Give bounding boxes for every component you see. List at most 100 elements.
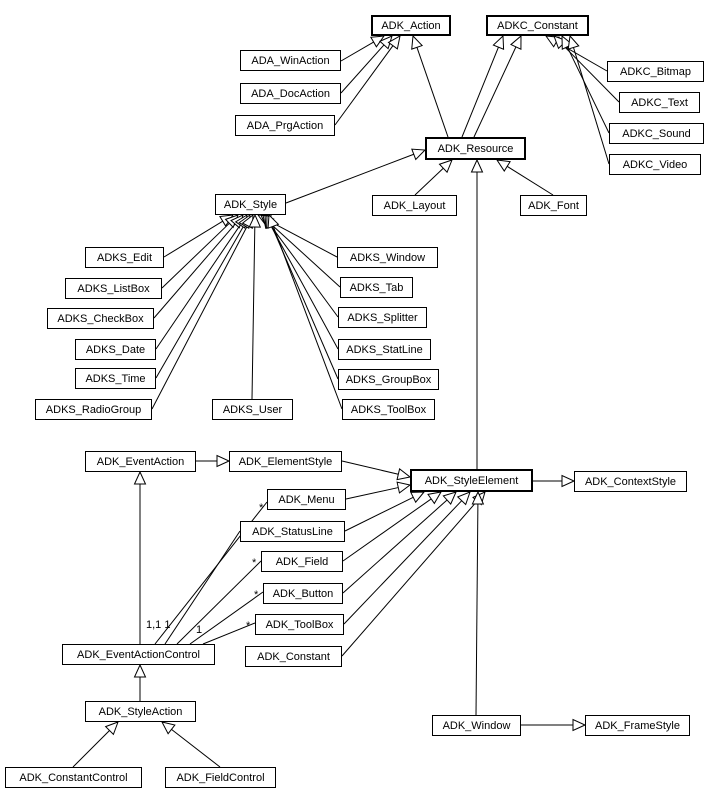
class-box-adk_layout: ADK_Layout (372, 195, 457, 216)
class-box-adk_style: ADK_Style (215, 194, 286, 215)
generalization-arrowhead-adkc_sound-to-adkc_constant (561, 34, 574, 50)
generalization-edge-adks_listbox-to-adk_style (161, 222, 230, 289)
generalization-arrowhead-adks_toolbox-to-adk_style (267, 213, 280, 229)
generalization-edge-ada_docaction-to-adk_action (340, 44, 385, 94)
class-name-label: ADK_Button (272, 587, 334, 600)
class-box-adk_styleaction: ADK_StyleAction (85, 701, 196, 722)
class-box-adk_styleelement: ADK_StyleElement (410, 469, 533, 492)
generalization-edge-adks_checkbox-to-adk_style (153, 223, 236, 319)
class-box-ada_prgaction: ADA_PrgAction (235, 115, 335, 136)
generalization-edge-adks_groupbox-to-adk_style (271, 225, 339, 380)
generalization-arrowhead-adk_eventaction-to-adk_elementstyle (216, 454, 231, 468)
class-box-adks_checkbox: ADKS_CheckBox (47, 308, 154, 329)
class-name-label: ADK_Menu (278, 493, 335, 506)
generalization-edge-ada_winaction-to-adk_action (340, 41, 374, 62)
class-name-label: ADK_Constant (257, 650, 330, 663)
association-edge-adk_eventactioncontrol-to-adk_button (189, 591, 264, 645)
class-box-adks_window: ADKS_Window (337, 247, 438, 268)
class-box-adk_button: ADK_Button (263, 583, 343, 604)
class-box-adk_constant2: ADK_Constant (245, 646, 342, 667)
class-name-label: ADK_StatusLine (252, 525, 333, 538)
class-box-adk_contextstyle: ADK_ContextStyle (574, 471, 687, 492)
generalization-edge-adk_button-to-adk_styleelement (342, 499, 448, 594)
class-box-adks_toolbox: ADKS_ToolBox (342, 399, 435, 420)
class-name-label: ADKC_Text (631, 96, 688, 109)
generalization-arrowhead-adk_constantcontrol-to-adk_styleaction (104, 721, 119, 736)
class-name-label: ADK_Window (442, 719, 511, 732)
generalization-edge-adks_splitter-to-adk_style (269, 224, 339, 318)
generalization-edge-adk_resource-to-adkc_constant (461, 46, 499, 138)
class-box-adk_action: ADK_Action (371, 15, 451, 36)
multiplicity-label-4: * (254, 589, 259, 601)
class-box-adk_statusline: ADK_StatusLine (240, 521, 345, 542)
generalization-edge-adk_constant2-to-adk_styleelement (341, 500, 478, 657)
generalization-edge-adks_statline-to-adk_style (270, 225, 339, 350)
class-name-label: ADK_StyleAction (98, 705, 183, 718)
class-box-adk_toolbox2: ADK_ToolBox (255, 614, 344, 635)
class-name-label: ADK_EventActionControl (77, 648, 200, 661)
class-name-label: ADK_Field (275, 555, 329, 568)
generalization-edge-adkc_text-to-adkc_constant (562, 44, 620, 103)
class-name-label: ADK_Font (528, 199, 579, 212)
generalization-arrowhead-adk_menu-to-adk_styleelement (396, 481, 412, 494)
class-box-adks_listbox: ADKS_ListBox (65, 278, 162, 299)
generalization-arrowhead-adk_resource-to-adk_action (411, 34, 424, 50)
generalization-arrowhead-adk_field-to-adk_styleelement (427, 491, 442, 505)
generalization-edge-adk_constantcontrol-to-adk_styleaction (72, 730, 110, 768)
generalization-arrowhead-adk_styleaction-to-adk_eventactioncontrol (133, 663, 147, 678)
class-name-label: ADK_Resource (437, 142, 514, 155)
class-name-label: ADKC_Bitmap (620, 65, 691, 78)
class-box-ada_docaction: ADA_DocAction (240, 83, 341, 104)
generalization-arrowhead-adk_window-to-adk_framestyle (572, 718, 587, 732)
class-name-label: ADKS_Tab (349, 281, 404, 294)
generalization-edge-adks_tab-to-adk_style (269, 222, 341, 288)
multiplicity-label-0: 1,1 1 (146, 619, 171, 631)
class-name-label: ADK_FrameStyle (595, 719, 680, 732)
class-box-adk_eventactioncontrol: ADK_EventActionControl (62, 644, 215, 665)
class-name-label: ADKS_ToolBox (350, 403, 427, 416)
class-name-label: ADKS_Splitter (347, 311, 418, 324)
multiplicity-label-5: * (246, 620, 251, 632)
class-name-label: ADKC_Video (622, 158, 688, 171)
class-name-label: ADK_FieldControl (176, 771, 265, 784)
class-box-adk_framestyle: ADK_FrameStyle (585, 715, 690, 736)
generalization-arrowhead-adk_style-to-adk_resource (411, 148, 427, 161)
generalization-edge-adk_style-to-adk_resource (285, 153, 414, 204)
class-name-label: ADKC_Constant (497, 19, 578, 32)
generalization-edge-adks_window-to-adk_style (268, 220, 338, 258)
generalization-edge-adks_date-to-adk_style (155, 224, 241, 350)
class-box-adk_menu: ADK_Menu (267, 489, 346, 510)
generalization-arrowhead-adk_styleelement-to-adk_contextstyle (561, 474, 576, 488)
class-name-label: ADK_ElementStyle (238, 455, 333, 468)
class-box-adk_fieldcontrol: ADK_FieldControl (165, 767, 276, 788)
generalization-edge-adks_time-to-adk_style (155, 225, 245, 379)
class-name-label: ADKS_RadioGroup (45, 403, 142, 416)
generalization-edge-adk_menu-to-adk_styleelement (345, 487, 399, 500)
class-box-adks_splitter: ADKS_Splitter (338, 307, 427, 328)
class-box-adk_elementstyle: ADK_ElementStyle (229, 451, 342, 472)
generalization-arrowhead-adk_elementstyle-to-adk_styleelement (396, 468, 412, 481)
association-edge-adk_eventactioncontrol-to-adk_statusline (164, 530, 241, 645)
generalization-arrowhead-adk_statusline-to-adk_styleelement (410, 491, 426, 504)
class-box-adks_edit: ADKS_Edit (85, 247, 164, 268)
class-name-label: ADA_DocAction (251, 87, 330, 100)
class-box-adks_groupbox: ADKS_GroupBox (338, 369, 439, 390)
generalization-arrowhead-adk_resource-to-adkc_constant (492, 34, 505, 50)
class-name-label: ADK_Action (381, 19, 441, 32)
multiplicity-label-1: 1 (196, 624, 203, 636)
generalization-arrowhead-ada_prgaction-to-adk_action (387, 35, 401, 50)
generalization-edge-adk_resource-to-adk_action (416, 47, 449, 138)
class-name-label: ADA_PrgAction (246, 119, 324, 132)
class-name-label: ADKS_ListBox (77, 282, 150, 295)
generalization-edge-adks_radiogroup-to-adk_style (151, 225, 248, 410)
class-box-adks_time: ADKS_Time (75, 368, 156, 389)
generalization-edge-adk_fieldcontrol-to-adk_styleaction (171, 728, 221, 768)
class-box-adk_field: ADK_Field (261, 551, 343, 572)
class-box-adk_font: ADK_Font (520, 195, 587, 216)
class-box-adk_resource: ADK_Resource (425, 137, 526, 160)
class-name-label: ADK_Layout (383, 199, 446, 212)
class-name-label: ADKS_Date (85, 343, 146, 356)
class-box-adks_user: ADKS_User (212, 399, 293, 420)
generalization-arrowhead-adk_resource-to-adkc_constant (510, 34, 522, 50)
